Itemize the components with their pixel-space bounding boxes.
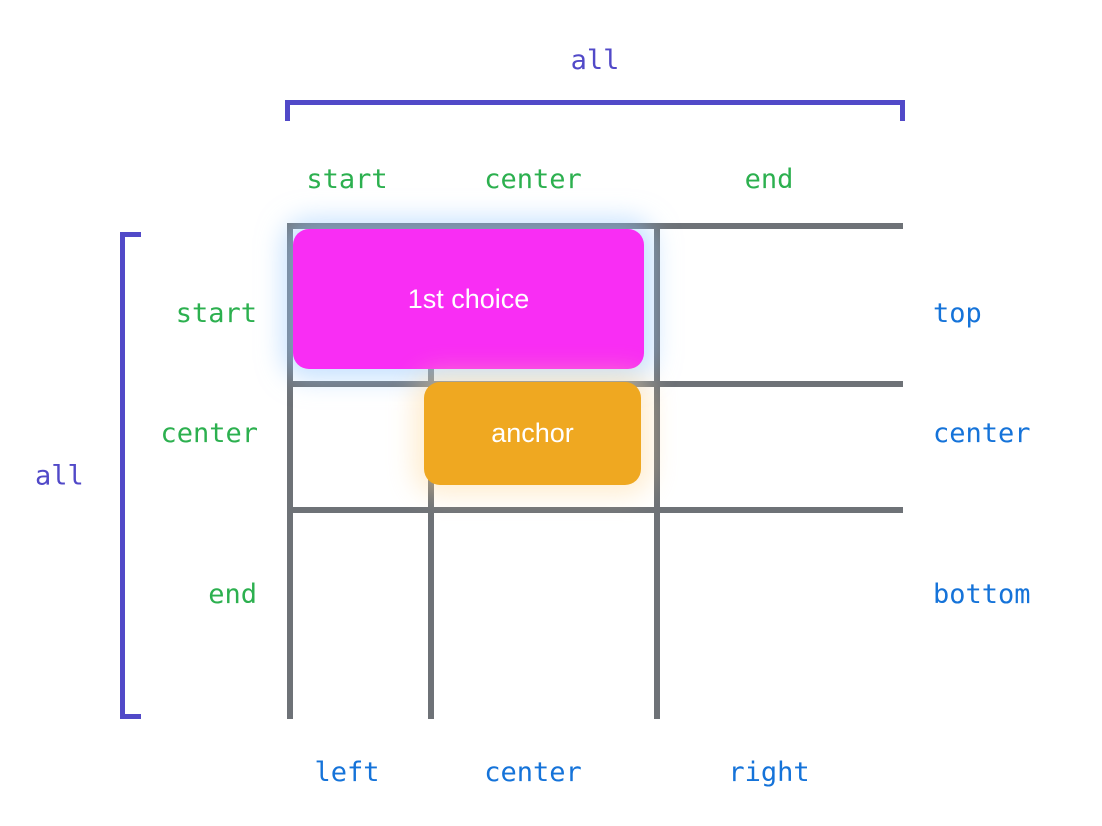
bottom-label-center: center <box>484 757 582 788</box>
top-axis-bracket <box>285 100 905 121</box>
right-label-center: center <box>933 418 1031 449</box>
grid-cell-center-center[interactable] <box>434 387 654 507</box>
grid-cell-center-top[interactable] <box>434 229 654 381</box>
grid-cell-end-top[interactable] <box>660 229 915 381</box>
left-axis-title: all <box>35 460 84 492</box>
left-label-end: end <box>208 579 257 610</box>
top-axis-title: all <box>570 45 620 76</box>
top-label-end: end <box>744 164 794 195</box>
left-axis-bracket <box>120 232 141 719</box>
grid-cell-start-center[interactable] <box>293 387 428 507</box>
bottom-label-left: left <box>314 757 380 788</box>
right-label-bottom: bottom <box>933 579 1031 610</box>
placement-grid <box>287 223 915 731</box>
grid-cell-center-bottom[interactable] <box>434 513 654 731</box>
grid-cell-start-bottom[interactable] <box>293 513 428 731</box>
left-label-start: start <box>175 298 257 329</box>
grid-cell-end-bottom[interactable] <box>660 513 915 731</box>
bottom-label-right: right <box>728 757 810 788</box>
right-label-top: top <box>933 298 982 329</box>
left-label-center: center <box>160 418 258 449</box>
top-label-start: start <box>306 164 388 195</box>
grid-cell-end-center[interactable] <box>660 387 915 507</box>
top-label-center: center <box>484 164 582 195</box>
grid-cell-start-top[interactable] <box>293 229 428 381</box>
